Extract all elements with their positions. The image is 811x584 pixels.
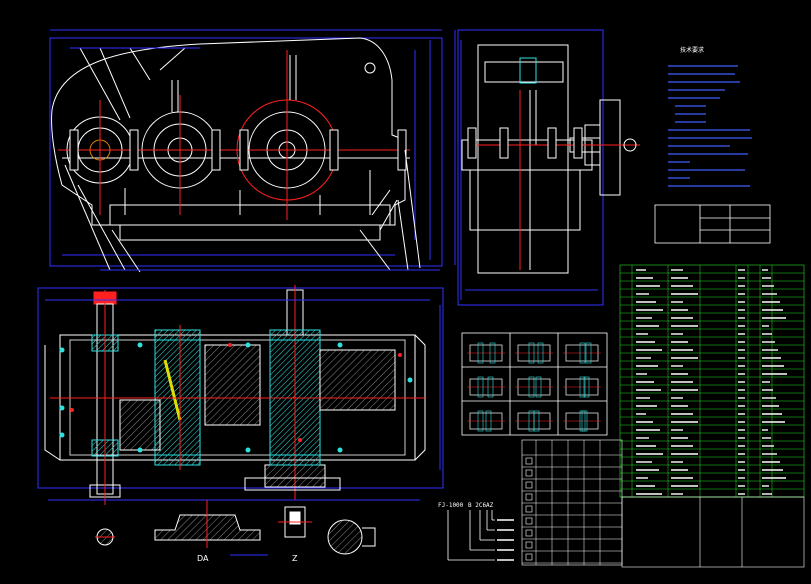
assembly-config-grid	[461, 332, 608, 436]
technical-notes: 技术要求	[654, 46, 771, 244]
front-view	[49, 29, 456, 273]
config-cell	[563, 342, 601, 364]
config-cell	[467, 342, 505, 364]
parts-list-rows	[620, 265, 804, 498]
designation-diagram: FJ-1000 B 2C6AZ	[438, 502, 514, 561]
row-marker	[525, 517, 533, 525]
config-cell	[515, 410, 553, 432]
row-marker	[525, 469, 533, 477]
section-z-label: Z	[292, 554, 298, 563]
gear-data-table	[521, 439, 623, 566]
config-cells	[467, 342, 601, 432]
config-cell	[467, 410, 505, 432]
section-da-label: DA	[197, 554, 209, 563]
top-section-view	[37, 285, 444, 505]
row-marker	[525, 505, 533, 513]
gear-data-rows	[522, 440, 622, 565]
config-cell	[467, 376, 505, 398]
side-view	[457, 29, 640, 306]
title-block	[621, 496, 805, 568]
row-marker	[525, 529, 533, 537]
config-cell	[563, 376, 601, 398]
config-cell	[563, 410, 601, 432]
config-cell	[515, 342, 553, 364]
row-marker	[525, 481, 533, 489]
row-marker	[525, 493, 533, 501]
row-marker	[525, 553, 533, 561]
designation-suffix: B 2C6AZ	[468, 502, 494, 509]
config-cell	[515, 376, 553, 398]
notes-title: 技术要求	[680, 46, 704, 54]
row-marker	[525, 457, 533, 465]
designation-code: FJ-1000	[438, 502, 464, 509]
detail-sections	[95, 500, 376, 555]
row-marker	[525, 541, 533, 549]
